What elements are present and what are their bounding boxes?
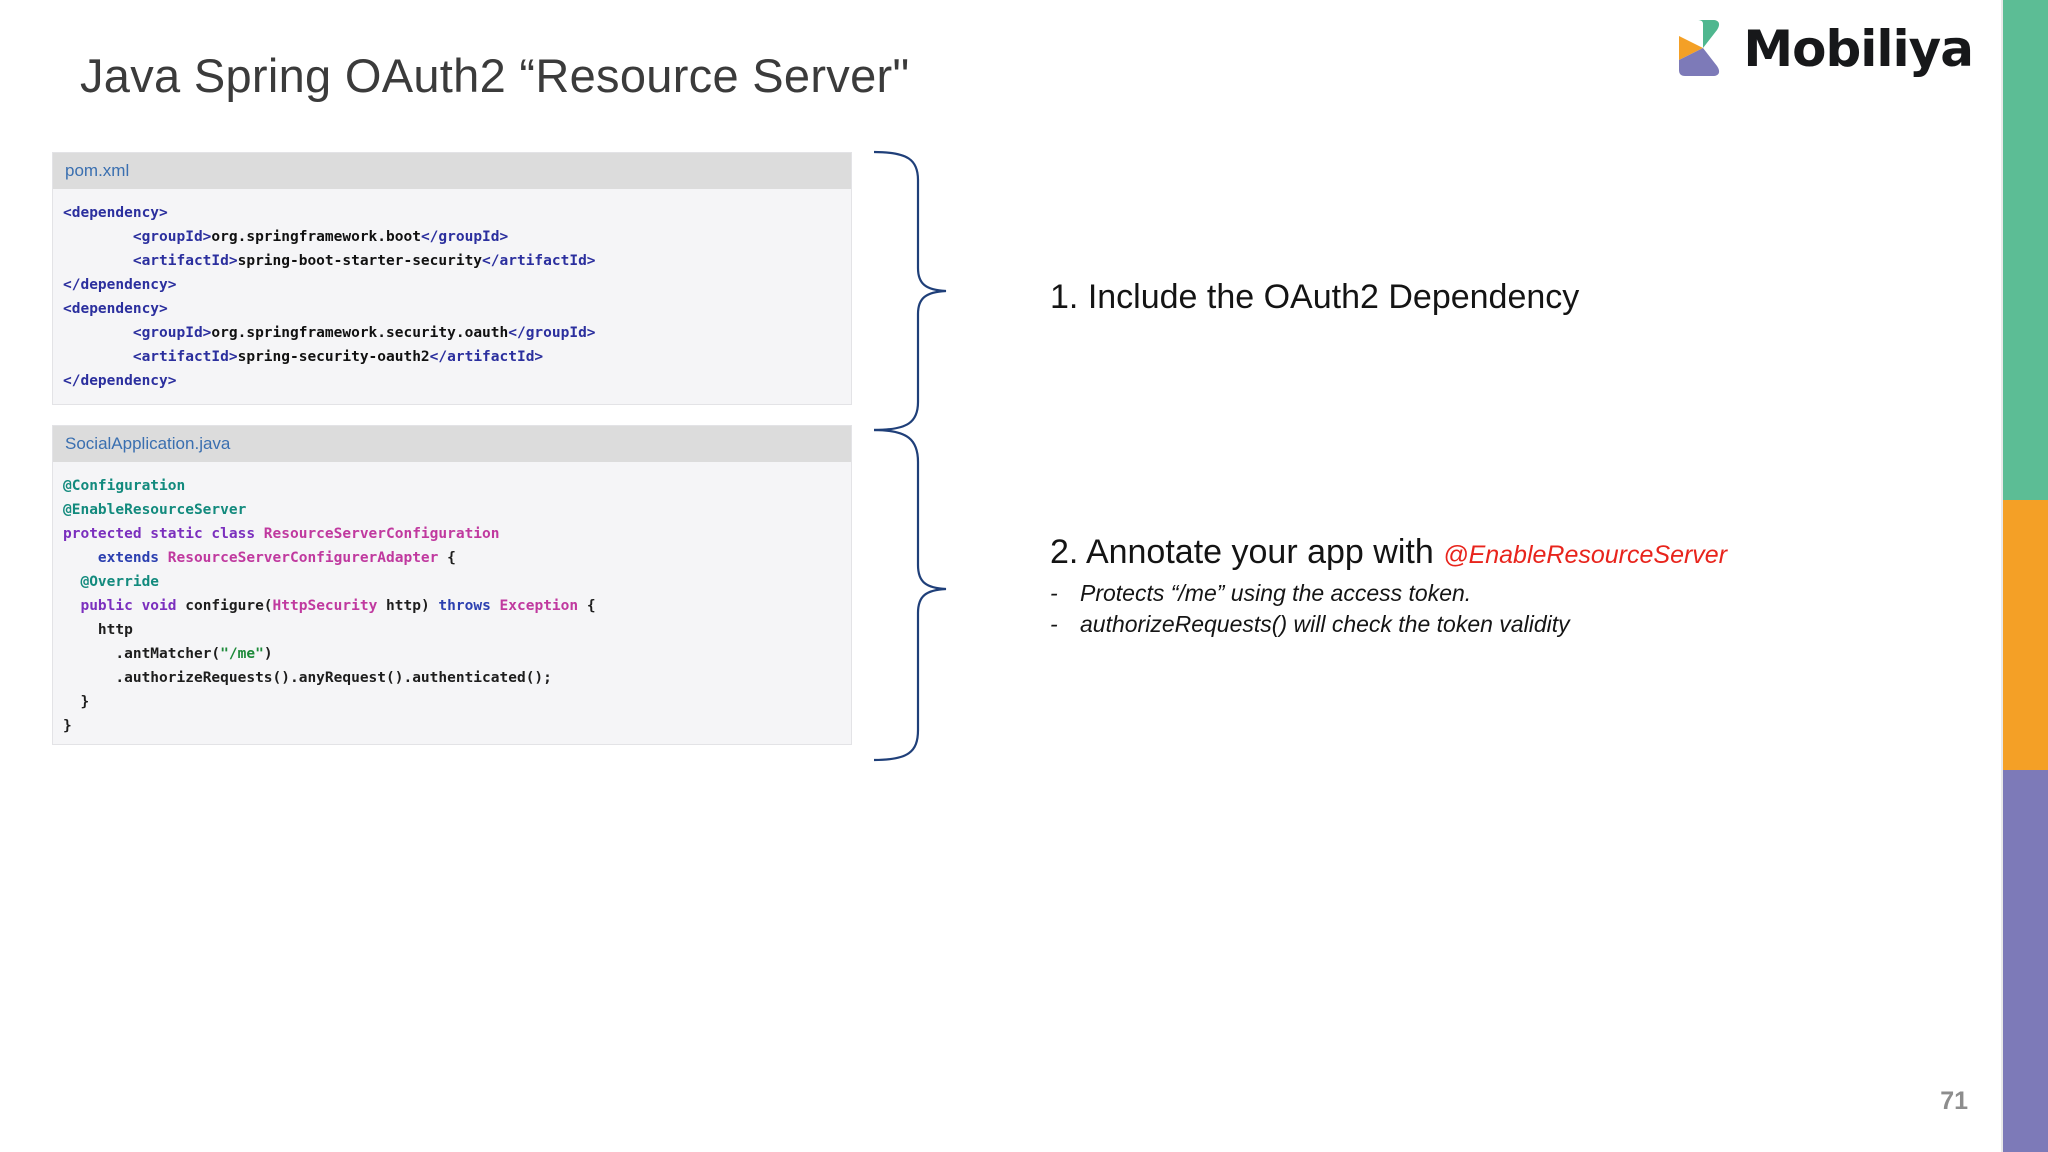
brace-step-1 [873,150,947,432]
code-line: </dependency> [63,373,177,389]
code-line: public void configure(HttpSecurity http)… [80,598,596,614]
brace-step-2 [873,428,947,762]
mobiliya-logo: Mobiliya [1673,18,1974,80]
edge-color-bars [2001,0,2048,1152]
code-line: http [97,622,133,638]
step-1-number: 1. [1050,278,1079,316]
step-1-block: 1. Include the OAuth2 Dependency [1050,278,1579,317]
step-2-bullet-list: - Protects “/me” using the access token.… [1050,578,1727,640]
code-line: <groupId>org.springframework.boot</group… [132,229,509,245]
code-line: <groupId>org.springframework.security.oa… [132,325,596,341]
code-line: protected static class ResourceServerCon… [63,526,500,542]
code-line: } [63,718,72,734]
bullet-text: Protects “/me” using the access token. [1080,580,1472,606]
code-body-social-application-java: @Configuration @EnableResourceServer prote… [53,462,851,752]
step-2-accent-annotation: @EnableResourceServer [1443,541,1728,569]
code-card-header-pom-xml: pom.xml [53,153,851,189]
mobiliya-logo-mark-icon [1673,18,1729,80]
code-line: .authorizeRequests().anyRequest().authen… [115,670,552,686]
page-number: 71 [1940,1087,1968,1115]
code-line: <artifactId>spring-security-oauth2</arti… [132,349,544,365]
code-line: <dependency> [63,301,168,317]
step-2-number: 2. [1050,533,1079,571]
code-line: extends ResourceServerConfigurerAdapter … [97,550,456,566]
list-item: - Protects “/me” using the access token. [1050,578,1727,609]
code-card-header-social-application-java: SocialApplication.java [53,426,851,462]
code-card-pom-xml: pom.xml <dependency> <groupId>org.spring… [52,152,852,405]
code-line: <artifactId>spring-boot-starter-security… [132,253,596,269]
edge-divider-line [2001,0,2003,1152]
code-line: } [80,694,90,710]
edge-bar-purple [2003,770,2048,1152]
mobiliya-logo-text: Mobiliya [1743,20,1974,78]
edge-bar-orange [2003,500,2048,770]
bullet-marker: - [1050,611,1058,637]
step-2-text: Annotate your app with [1085,533,1434,571]
code-line: </dependency> [63,277,177,293]
code-line: <dependency> [63,205,168,221]
bullet-text: authorizeRequests() will check the token… [1080,611,1570,637]
edge-bar-green [2003,0,2048,500]
step-1-title: 1. Include the OAuth2 Dependency [1050,278,1579,317]
bullet-marker: - [1050,580,1058,606]
code-card-social-application-java: SocialApplication.java @Configuration @En… [52,425,852,745]
list-item: - authorizeRequests() will check the tok… [1050,609,1727,640]
step-2-title: 2. Annotate your app with @EnableResourc… [1050,533,1727,572]
code-line: @Override [80,574,160,590]
step-1-text: Include the OAuth2 Dependency [1087,278,1580,316]
page-title: Java Spring OAuth2 “Resource Server" [80,49,910,102]
code-line: .antMatcher("/me") [115,646,273,662]
code-line: @Configuration [63,478,186,494]
code-line: @EnableResourceServer [63,502,247,518]
code-body-pom-xml: <dependency> <groupId>org.springframewor… [53,189,851,407]
step-2-block: 2. Annotate your app with @EnableResourc… [1050,533,1727,640]
